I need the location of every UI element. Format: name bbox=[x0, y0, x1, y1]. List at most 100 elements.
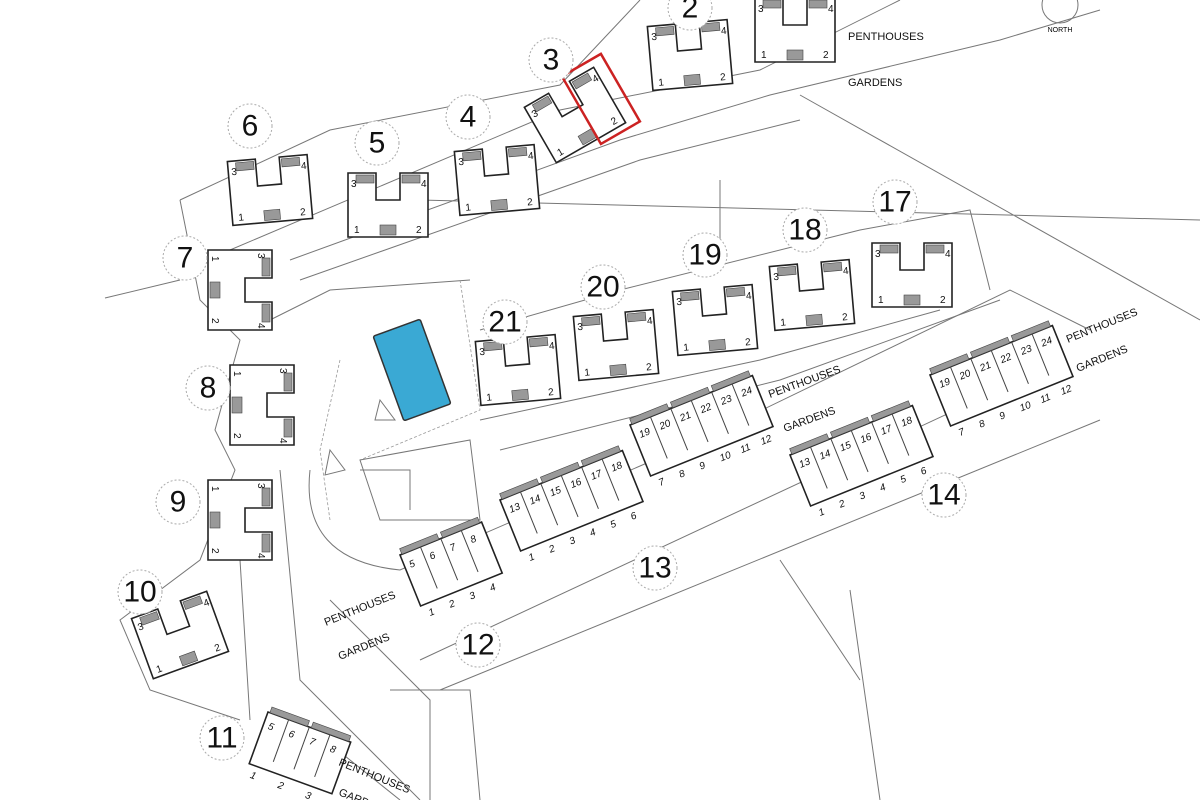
svg-text:3: 3 bbox=[255, 253, 266, 259]
block-label-6: 6 bbox=[227, 103, 273, 149]
compass-icon bbox=[1041, 0, 1079, 24]
svg-text:1: 1 bbox=[683, 342, 690, 353]
block-number: 9 bbox=[170, 486, 187, 519]
penthouses-label: PENTHOUSES bbox=[848, 31, 924, 43]
svg-text:22: 22 bbox=[998, 351, 1014, 366]
svg-text:2: 2 bbox=[300, 207, 307, 218]
svg-text:10: 10 bbox=[718, 450, 733, 465]
svg-text:4: 4 bbox=[421, 179, 427, 190]
block-label-18: 18 bbox=[782, 207, 828, 253]
svg-text:6: 6 bbox=[629, 510, 639, 522]
svg-text:6: 6 bbox=[919, 465, 929, 477]
svg-text:1: 1 bbox=[354, 225, 360, 236]
svg-text:9: 9 bbox=[998, 410, 1008, 422]
block-label-7: 7 bbox=[162, 235, 208, 281]
block-label-3: 3 bbox=[528, 37, 574, 83]
svg-text:4: 4 bbox=[255, 553, 266, 559]
svg-text:3: 3 bbox=[304, 790, 313, 800]
svg-text:19: 19 bbox=[938, 376, 953, 391]
svg-text:2: 2 bbox=[745, 337, 752, 348]
selected-unit-highlight[interactable] bbox=[560, 52, 642, 146]
svg-text:4: 4 bbox=[588, 527, 598, 539]
block-label-9: 9 bbox=[155, 479, 201, 525]
svg-text:1: 1 bbox=[155, 663, 164, 675]
block-number: 20 bbox=[586, 271, 619, 304]
svg-text:7: 7 bbox=[448, 542, 458, 554]
svg-text:3: 3 bbox=[277, 368, 288, 374]
svg-text:15: 15 bbox=[548, 485, 563, 500]
gardens-label: GARDENS bbox=[337, 631, 392, 663]
svg-text:2: 2 bbox=[527, 197, 534, 208]
svg-text:2: 2 bbox=[416, 225, 422, 236]
block-label-2: 2 bbox=[667, 0, 713, 31]
gardens-label: GARDENS bbox=[1075, 343, 1130, 375]
villa-5[interactable]: 3 4 1 2 bbox=[347, 172, 429, 238]
swimming-pool bbox=[372, 318, 452, 422]
svg-text:2: 2 bbox=[842, 312, 849, 323]
svg-text:3: 3 bbox=[676, 297, 683, 308]
svg-text:1: 1 bbox=[658, 77, 665, 88]
svg-text:16: 16 bbox=[569, 476, 584, 491]
block-label-14: 14 bbox=[921, 472, 967, 518]
svg-text:8: 8 bbox=[978, 418, 988, 430]
svg-text:4: 4 bbox=[488, 582, 498, 594]
svg-text:3: 3 bbox=[651, 32, 658, 43]
block-label-5: 5 bbox=[354, 120, 400, 166]
block-number: 12 bbox=[461, 629, 494, 662]
svg-text:1: 1 bbox=[817, 507, 826, 519]
svg-text:6: 6 bbox=[428, 550, 438, 562]
svg-text:8: 8 bbox=[678, 468, 688, 480]
svg-text:4: 4 bbox=[549, 341, 556, 352]
svg-text:2: 2 bbox=[209, 548, 220, 554]
svg-text:11: 11 bbox=[1039, 392, 1053, 406]
block-label-20: 20 bbox=[580, 264, 626, 310]
block-number: 6 bbox=[242, 110, 259, 143]
block-number: 11 bbox=[206, 722, 237, 755]
svg-text:19: 19 bbox=[638, 426, 653, 441]
svg-text:1: 1 bbox=[584, 367, 591, 378]
svg-text:3: 3 bbox=[351, 179, 357, 190]
svg-text:2: 2 bbox=[231, 433, 242, 439]
svg-text:1: 1 bbox=[465, 202, 472, 213]
svg-text:5: 5 bbox=[899, 474, 909, 486]
svg-text:1: 1 bbox=[238, 212, 245, 223]
block-label-19: 19 bbox=[682, 232, 728, 278]
svg-text:4: 4 bbox=[202, 597, 211, 609]
block-number: 17 bbox=[878, 186, 911, 219]
block-number: 18 bbox=[788, 214, 821, 247]
svg-text:2: 2 bbox=[547, 543, 558, 556]
svg-text:18: 18 bbox=[900, 415, 915, 430]
svg-text:1: 1 bbox=[486, 392, 493, 403]
penthouses-label: PENTHOUSES bbox=[1065, 306, 1140, 346]
svg-text:8: 8 bbox=[328, 744, 337, 756]
svg-text:1: 1 bbox=[527, 552, 536, 564]
block-number: 4 bbox=[460, 101, 477, 134]
svg-text:20: 20 bbox=[957, 368, 973, 383]
block-number: 19 bbox=[688, 239, 721, 272]
svg-text:23: 23 bbox=[718, 393, 734, 408]
block-number: 21 bbox=[488, 306, 521, 339]
svg-text:3: 3 bbox=[568, 535, 578, 547]
